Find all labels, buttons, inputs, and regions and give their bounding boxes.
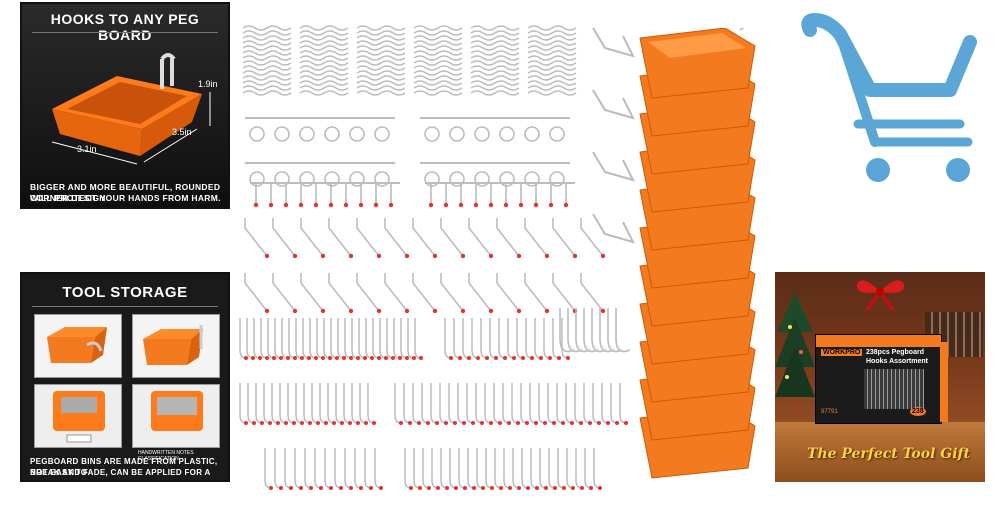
dimension-height: 1.9in bbox=[198, 79, 218, 89]
box-product-grid bbox=[864, 369, 924, 409]
box-side bbox=[940, 342, 948, 422]
dimension-length: 3.5in bbox=[172, 127, 192, 137]
gift-tagline: The Perfect Tool Gift bbox=[807, 446, 971, 462]
cell-note: HANDWRITTEN NOTES CLASSIFICATION bbox=[138, 450, 194, 462]
panel-title: TOOL STORAGE bbox=[62, 284, 188, 301]
panel-title: HOOKS TO ANY PEG BOARD bbox=[50, 11, 200, 43]
box-title-line1: 238pcs Pegboard bbox=[866, 349, 924, 356]
box-model: 97791 bbox=[821, 409, 838, 415]
tool-storage-panel: TOOL STORAGE HANDWRITTEN NOTES CLASSIFIC… bbox=[20, 272, 230, 482]
orange-bin-illustration bbox=[51, 53, 211, 165]
bin-photo-3 bbox=[34, 384, 122, 448]
hook-assortment-image bbox=[239, 25, 635, 490]
panel-caption-line1: BIGGER AND MORE BEAUTIFUL, ROUNDED CORNE… bbox=[30, 182, 221, 203]
box-brand: WORKPRO bbox=[821, 349, 863, 356]
stacked-bins-image bbox=[639, 28, 756, 479]
pegboard-hooks-panel: HOOKS TO ANY PEG BOARD 1.9in 3.5in 3.1in… bbox=[20, 2, 230, 209]
bin-photo-4 bbox=[132, 384, 220, 448]
gift-box-photo: WORKPRO 238pcs Pegboard Hooks Assortment… bbox=[775, 272, 985, 482]
shopping-cart-icon bbox=[801, 13, 977, 182]
panel-caption-line2: WILL PROTECT YOUR HANDS FROM HARM. bbox=[30, 193, 221, 203]
panel-caption-line2: BREAK AND FADE, CAN BE APPLIED FOR A LON… bbox=[30, 468, 211, 480]
dimension-width: 3.1in bbox=[77, 144, 97, 154]
box-count-badge: 238 bbox=[910, 407, 926, 416]
title-divider bbox=[32, 306, 218, 307]
christmas-tree-icon bbox=[775, 292, 815, 397]
christmas-bow-icon bbox=[856, 280, 905, 312]
box-title-line2: Hooks Assortment bbox=[866, 358, 928, 365]
bin-photo-1 bbox=[34, 314, 122, 378]
product-box: WORKPRO 238pcs Pegboard Hooks Assortment… bbox=[815, 334, 942, 424]
workbench bbox=[775, 422, 985, 482]
panel-caption-line1: PEGBOARD BINS ARE MADE FROM PLASTIC, NOT… bbox=[30, 457, 218, 477]
bin-photo-2 bbox=[132, 314, 220, 378]
title-divider bbox=[32, 32, 218, 33]
